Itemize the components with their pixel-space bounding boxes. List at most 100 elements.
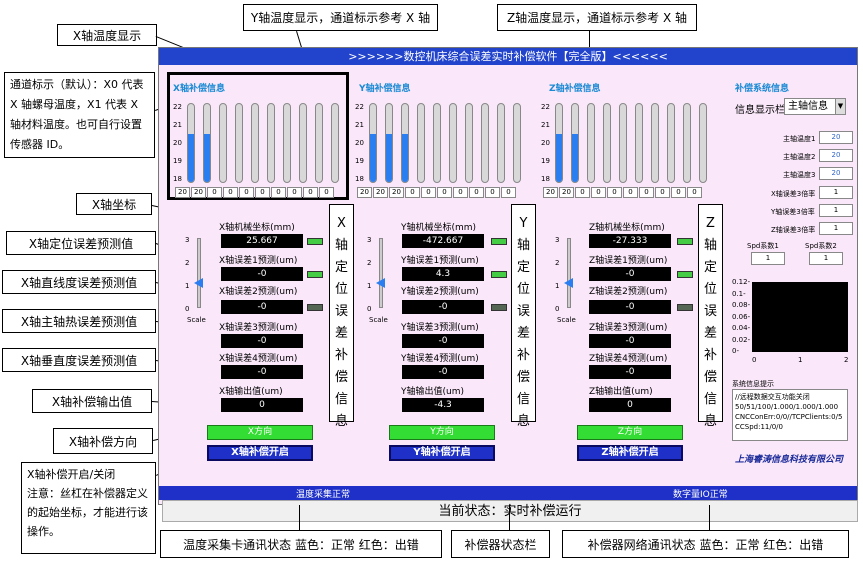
temp-gauge [235,103,243,183]
temp-value-cell: 0 [287,187,302,198]
temp-gauge [667,103,675,183]
x-e1-value: -0 [221,267,303,281]
temp-axis-label: 21 [355,121,364,129]
x-out-value: 0 [221,398,303,412]
slider-tick-label: 2 [367,259,372,267]
x-direction-button[interactable]: X方向 [207,425,313,440]
log-panel[interactable]: //远程数据交互功能关闭 50/51/100/1.000/1.000/1.000… [732,389,848,441]
status-bar: 温度采集正常 数字量IO正常 [159,486,857,500]
z-e3-value: -0 [589,334,671,348]
slider-track[interactable] [379,238,383,308]
temp-value-cell: 0 [501,187,516,198]
z-e2-label: Z轴误差2预测(um) [589,287,668,297]
temp2-label: 主轴温度2 [783,153,816,161]
callout-x-heat: X轴主轴热误差预测值 [2,309,156,333]
x-vertical-label: X轴定位误差补偿信息 [329,204,354,429]
temp-value-cell: 0 [255,187,270,198]
temp-gauge [497,103,505,183]
temp-value-cell: 0 [607,187,622,198]
current-status-bar: 当前状态：实时补偿运行 [162,500,858,522]
temp-gauge [603,103,611,183]
callout-net: 补偿器网络通讯状态 蓝色：正常 红色：出错 [562,530,849,558]
y-vertical-label: Y轴定位误差补偿信息 [511,204,536,429]
slider-thumb[interactable] [194,278,203,288]
y-e2-led [491,304,507,311]
z-direction-button[interactable]: Z方向 [577,425,683,440]
temp-gauge-fill [386,134,392,182]
ycoef-label: Y轴误差3倍率 [771,208,815,216]
log-title: 系统信息提示 [732,380,774,388]
temp-value-cell: 0 [207,187,222,198]
chart-y-tick: 0.1- [732,289,746,298]
slider-tick-label: 1 [555,282,560,290]
x-coord-led [307,238,323,245]
temp-gauge-fill [370,134,376,182]
spd2-input[interactable]: 1 [809,252,843,265]
x-enable-button[interactable]: X轴补偿开启 [207,445,313,461]
slider-tick-label: 3 [185,236,190,244]
y-coord-label: Y轴机械坐标(mm) [401,223,477,233]
z-enable-button[interactable]: Z轴补偿开启 [577,445,683,461]
slider-tick-label: 1 [367,282,372,290]
xcoef-input[interactable]: 1 [819,186,853,199]
temp-value-cell: 0 [575,187,590,198]
temp-axis-label: 22 [541,103,550,111]
slider-tick-label: 0 [367,305,372,313]
temp-value-cell: 20 [373,187,388,198]
chevron-down-icon: ▼ [835,99,845,114]
x-vertical-text: X轴定位误差补偿信息 [334,216,348,429]
ycoef-input[interactable]: 1 [819,204,853,217]
slider-thumb[interactable] [564,278,573,288]
io-status: 数字量IO正常 [673,490,728,500]
z-e1-value: -0 [589,267,671,281]
callout-comp-status: 补偿器状态栏 [451,530,550,558]
z-vertical-label: Z轴定位误差补偿信息 [698,204,723,429]
y-e4-label: Y轴误差4预测(um) [401,354,479,364]
temp-gauge [619,103,627,183]
temp-value-cell: 0 [223,187,238,198]
temp-gauge [587,103,595,183]
display-select[interactable]: 主轴信息▼ [784,98,846,115]
callout-x-coord: X轴坐标 [76,193,152,215]
slider-tick-label: 0 [185,305,190,313]
slider-track[interactable] [567,238,571,308]
slider-track[interactable] [197,238,201,308]
temp-gauge-fill [188,134,194,182]
x-e1-label: X轴误差1预测(um) [219,256,298,266]
temp-gauge [449,103,457,183]
y-e4-value: -0 [402,365,484,379]
temp-value-cell: 0 [655,187,670,198]
temp-gauge-fill [402,134,408,182]
temp-value-cell: 0 [271,187,286,198]
temp-gauge [555,103,563,183]
y-out-value: -4.3 [402,398,484,412]
temp-gauge [465,103,473,183]
zcoef-label: Z轴误差3倍率 [771,226,816,234]
temp-gauge-fill [204,134,210,182]
temp-gauge [683,103,691,183]
temp-gauge [283,103,291,183]
y-direction-button[interactable]: Y方向 [389,425,495,440]
callout-x-perp: X轴垂直度误差预测值 [2,348,156,372]
temp-gauge [187,103,195,183]
chart-plot-area [752,282,848,352]
temp-gauge [369,103,377,183]
slider-tick-label: 2 [555,259,560,267]
temp-value-cell: 0 [453,187,468,198]
slider-thumb[interactable] [376,278,385,288]
y-enable-button[interactable]: Y轴补偿开启 [389,445,495,461]
spd1-input[interactable]: 1 [751,252,785,265]
temp-value-cell: 20 [543,187,558,198]
zcoef-input[interactable]: 1 [819,222,853,235]
callout-z-temp: Z轴温度显示，通道标示参考 X 轴 [497,4,697,31]
z-section-title: Z轴补偿信息 [549,84,601,94]
y-e2-label: Y轴误差2预测(um) [401,287,479,297]
z-e4-value: -0 [589,365,671,379]
temp-gauge [385,103,393,183]
